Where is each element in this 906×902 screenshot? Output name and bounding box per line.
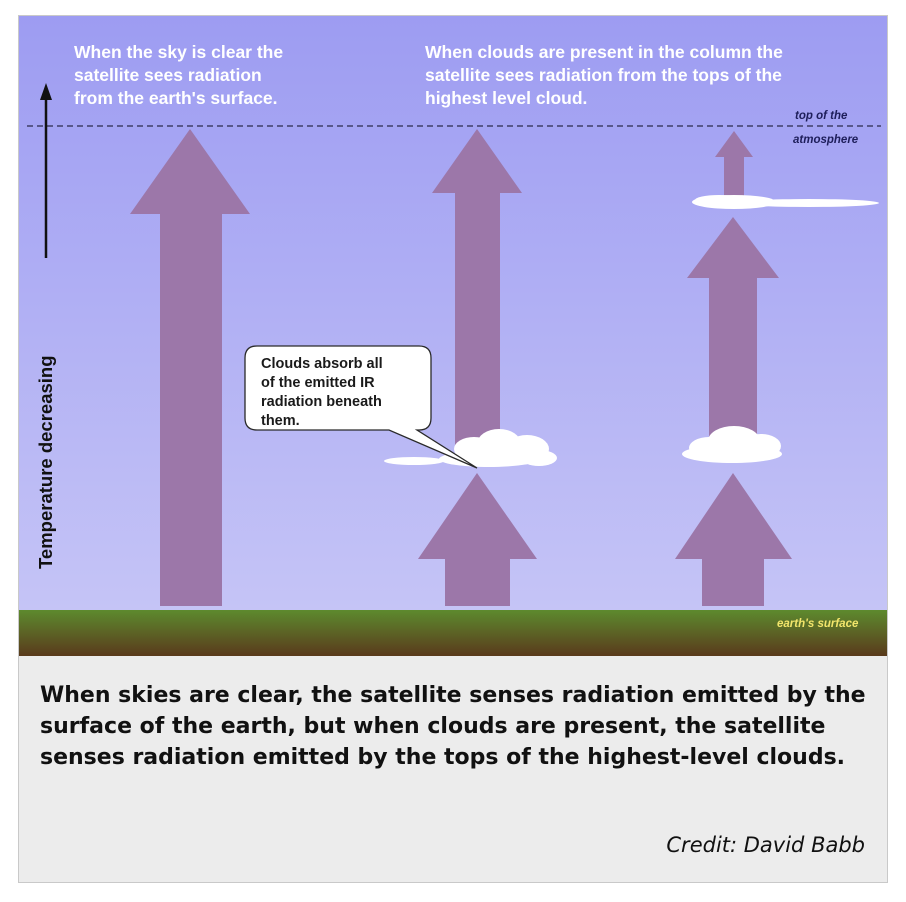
multilayer-top-arrow — [715, 131, 753, 197]
cloudy-lower-arrow — [418, 473, 537, 606]
cloud-middle-column — [384, 429, 557, 467]
cloudy-text-line: satellite sees radiation from the tops o… — [425, 65, 782, 85]
cloudy-text: When clouds are present in the column th… — [425, 42, 783, 108]
cloudy-text-line: When clouds are present in the column th… — [425, 42, 783, 62]
arrow-up-icon — [40, 83, 52, 100]
callout-text-line: radiation beneath — [261, 394, 382, 410]
clear-sky-text: When the sky is clear the satellite sees … — [74, 42, 283, 108]
cloudy-text-line: highest level cloud. — [425, 88, 587, 108]
cloudy-upper-arrow — [432, 129, 522, 453]
figure-caption: When skies are clear, the satellite sens… — [40, 683, 866, 770]
callout-text-line: of the emitted IR — [261, 375, 375, 391]
multilayer-middle-arrow — [687, 217, 779, 438]
callout-text: Clouds absorb all of the emitted IR radiat… — [261, 356, 383, 429]
top-of-atmosphere-label-line: top of the — [795, 110, 848, 122]
clear-sky-text-line: When the sky is clear the — [74, 42, 283, 62]
cloud-right-column — [682, 426, 782, 463]
callout-text-line: Clouds absorb all — [261, 356, 383, 372]
temperature-axis-label: Temperature decreasing — [35, 355, 56, 569]
top-of-atmosphere-label-line: atmosphere — [793, 134, 859, 146]
high-cloud — [692, 195, 879, 209]
ground — [19, 610, 887, 656]
figure: Clouds absorb all of the emitted IR radiat… — [18, 15, 888, 883]
callout-text-line: them. — [261, 413, 300, 429]
callout-bubble: Clouds absorb all of the emitted IR radiat… — [244, 345, 478, 469]
diagram: Clouds absorb all of the emitted IR radiat… — [19, 16, 887, 656]
credit-text: Credit: David Babb — [666, 833, 865, 857]
multilayer-bottom-arrow — [675, 473, 792, 606]
clear-sky-text-line: satellite sees radiation — [74, 65, 262, 85]
clear-sky-arrow — [130, 129, 250, 606]
temperature-axis: Temperature decreasing — [35, 83, 56, 569]
earth-surface-label: earth's surface — [777, 618, 859, 630]
top-of-atmosphere-label: top of the atmosphere — [793, 110, 859, 146]
clear-sky-text-line: from the earth's surface. — [74, 88, 278, 108]
